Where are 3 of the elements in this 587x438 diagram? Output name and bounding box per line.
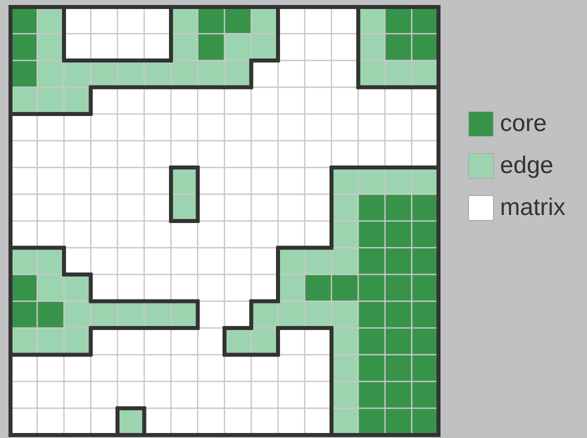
legend-label: matrix — [500, 195, 566, 221]
legend-label: core — [500, 111, 547, 137]
legend-label: edge — [500, 153, 554, 179]
